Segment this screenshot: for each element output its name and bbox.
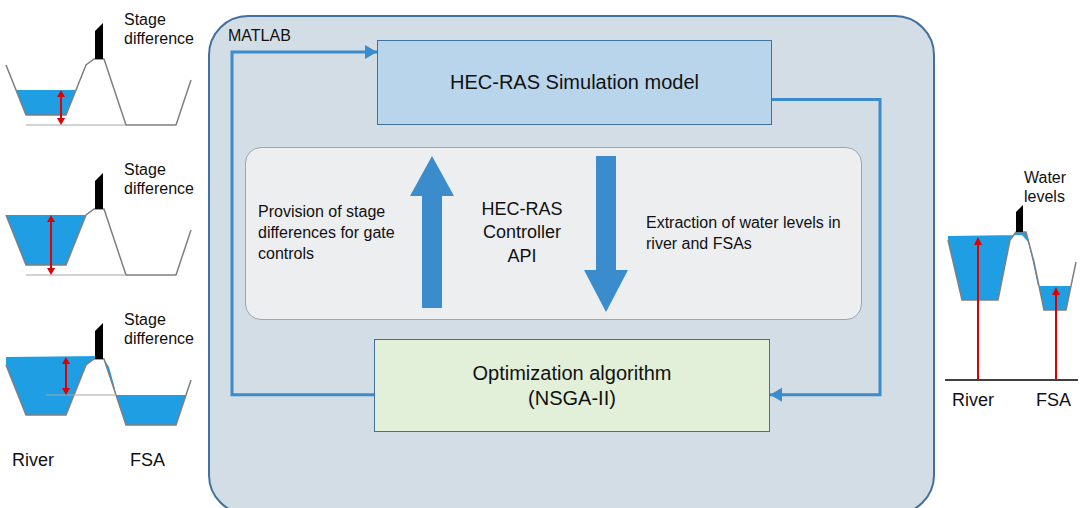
simulation-box: HEC-RAS Simulation model [377,40,772,125]
arrowhead [365,45,377,59]
connector-line [232,52,377,395]
label-slot: Water levels [1024,168,1078,206]
box-label: HEC-RAS Simulation model [450,70,699,95]
level-arrow-head [974,237,982,245]
reference-line [46,395,116,396]
stage-arrow-head [62,357,70,364]
container-title: MATLAB [228,27,291,45]
label-slot: FSA [1036,390,1071,412]
panel-text-slot: HEC-RAS Controller API [468,198,576,268]
section-label: River [12,450,54,472]
label-slot: Stage difference [124,160,206,198]
box-label: Optimization algorithm (NSGA-II) [455,361,690,411]
stage-arrow-head [47,215,55,222]
arrowhead [770,388,782,402]
stage-label: Stage difference [124,310,206,348]
stage-arrow-head [62,388,70,395]
ground-profile [6,59,191,125]
section-label: River [952,390,994,412]
section-label: FSA [1036,390,1071,412]
level-arrow [977,243,979,380]
api-panel: Provision of stage differences for gate … [245,147,862,320]
gate [1016,205,1023,232]
gate [95,23,103,59]
stage-arrow [60,95,62,120]
ground-profile [6,209,191,275]
api-label: HEC-RAS Controller API [468,198,576,268]
down-block-arrow [584,156,628,312]
stage-label: Stage difference [124,10,206,48]
stage-arrow [50,220,52,270]
reference-line [26,125,126,126]
stage-arrow-head [57,118,65,125]
gate [95,173,103,209]
level-arrow-head [1052,287,1060,295]
level-arrow [1055,293,1057,380]
label-slot: Stage difference [124,10,206,48]
stage-arrow-head [57,90,65,97]
gate [95,323,103,359]
matlab-container: HEC-RAS Simulation modelProvision of sta… [208,15,935,508]
panel-note: Provision of stage differences for gate … [258,202,400,264]
water [6,215,86,265]
ground-profile [6,359,191,425]
datum-line [945,379,1078,381]
optimization-box: Optimization algorithm (NSGA-II) [374,339,770,432]
label-slot: River [12,450,54,472]
flow-connector [232,45,377,395]
label-slot: Stage difference [124,310,206,348]
section-label: FSA [130,450,165,472]
stage-arrow-head [47,268,55,275]
container-title-text: MATLAB [228,27,291,45]
panel-text-slot: Extraction of water levels in river and … [646,213,851,255]
reference-line [26,275,126,276]
water-level-label: Water levels [1024,168,1078,206]
connector-line [770,100,880,395]
stage-label: Stage difference [124,160,206,198]
stage-arrow [65,362,67,390]
up-block-arrow [410,156,454,308]
panel-note: Extraction of water levels in river and … [646,213,851,255]
label-slot: River [952,390,994,412]
panel-text-slot: Provision of stage differences for gate … [258,202,400,264]
flow-connector [770,100,880,402]
label-slot: FSA [130,450,165,472]
